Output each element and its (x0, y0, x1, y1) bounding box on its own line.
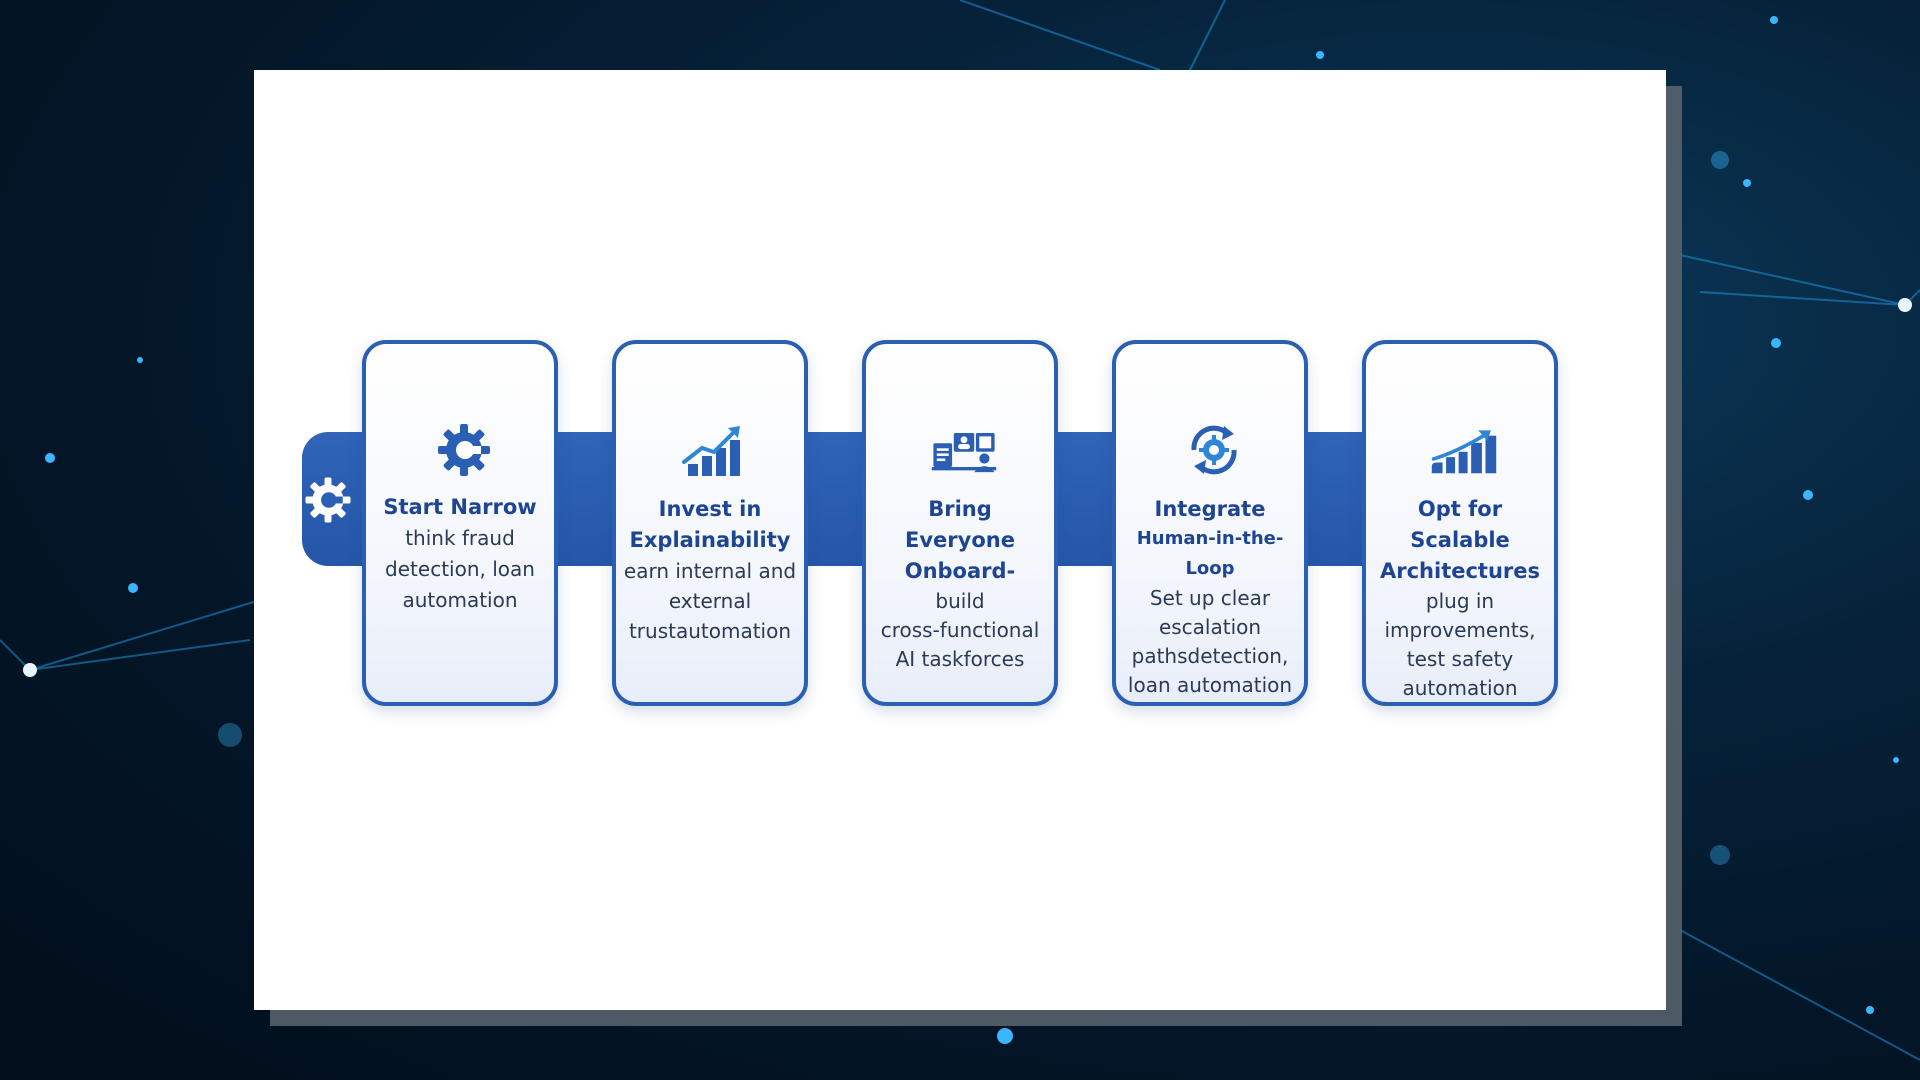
bar-chart-growth-icon (1431, 430, 1497, 474)
step-card-start-narrow: Start Narrow think fraud detection, loan… (362, 340, 558, 706)
gear-c-icon (438, 424, 490, 476)
growth-chart-icon (682, 426, 740, 476)
step-title: Opt for Scalable Architectures (1379, 497, 1541, 583)
step-card-bring-everyone-onboard: Bring Everyone Onboard- build cross-func… (862, 340, 1058, 706)
gear-c-icon (305, 477, 351, 523)
step-subtitle: Human-in-the-Loop (1136, 528, 1284, 579)
step-description: think fraud detection, loan automation (385, 526, 535, 612)
step-title: Start Narrow (383, 495, 537, 519)
step-title: Bring Everyone Onboard- (904, 497, 1016, 583)
gear-cycle-icon (1191, 425, 1237, 475)
step-card-integrate-human-in-the-loop: Integrate Human-in-the-Loop Set up clear… (1112, 340, 1308, 706)
team-collaboration-icon (931, 433, 997, 473)
step-card-invest-in-explainability: Invest in Explainability earn internal a… (612, 340, 808, 706)
step-title: Integrate (1154, 497, 1266, 521)
step-description: earn internal and external trustautomati… (623, 559, 797, 643)
step-title: Invest in Explainability (629, 497, 791, 552)
step-card-opt-for-scalable-architectures: Opt for Scalable Architectures plug in i… (1362, 340, 1558, 706)
step-description: plug in improvements, test safety automa… (1384, 589, 1536, 700)
step-description: build cross-functional AI taskforces (880, 589, 1040, 671)
step-description: Set up clear escalation pathsdetection, … (1127, 586, 1293, 697)
slide: Start Narrow think fraud detection, loan… (254, 70, 1666, 1010)
